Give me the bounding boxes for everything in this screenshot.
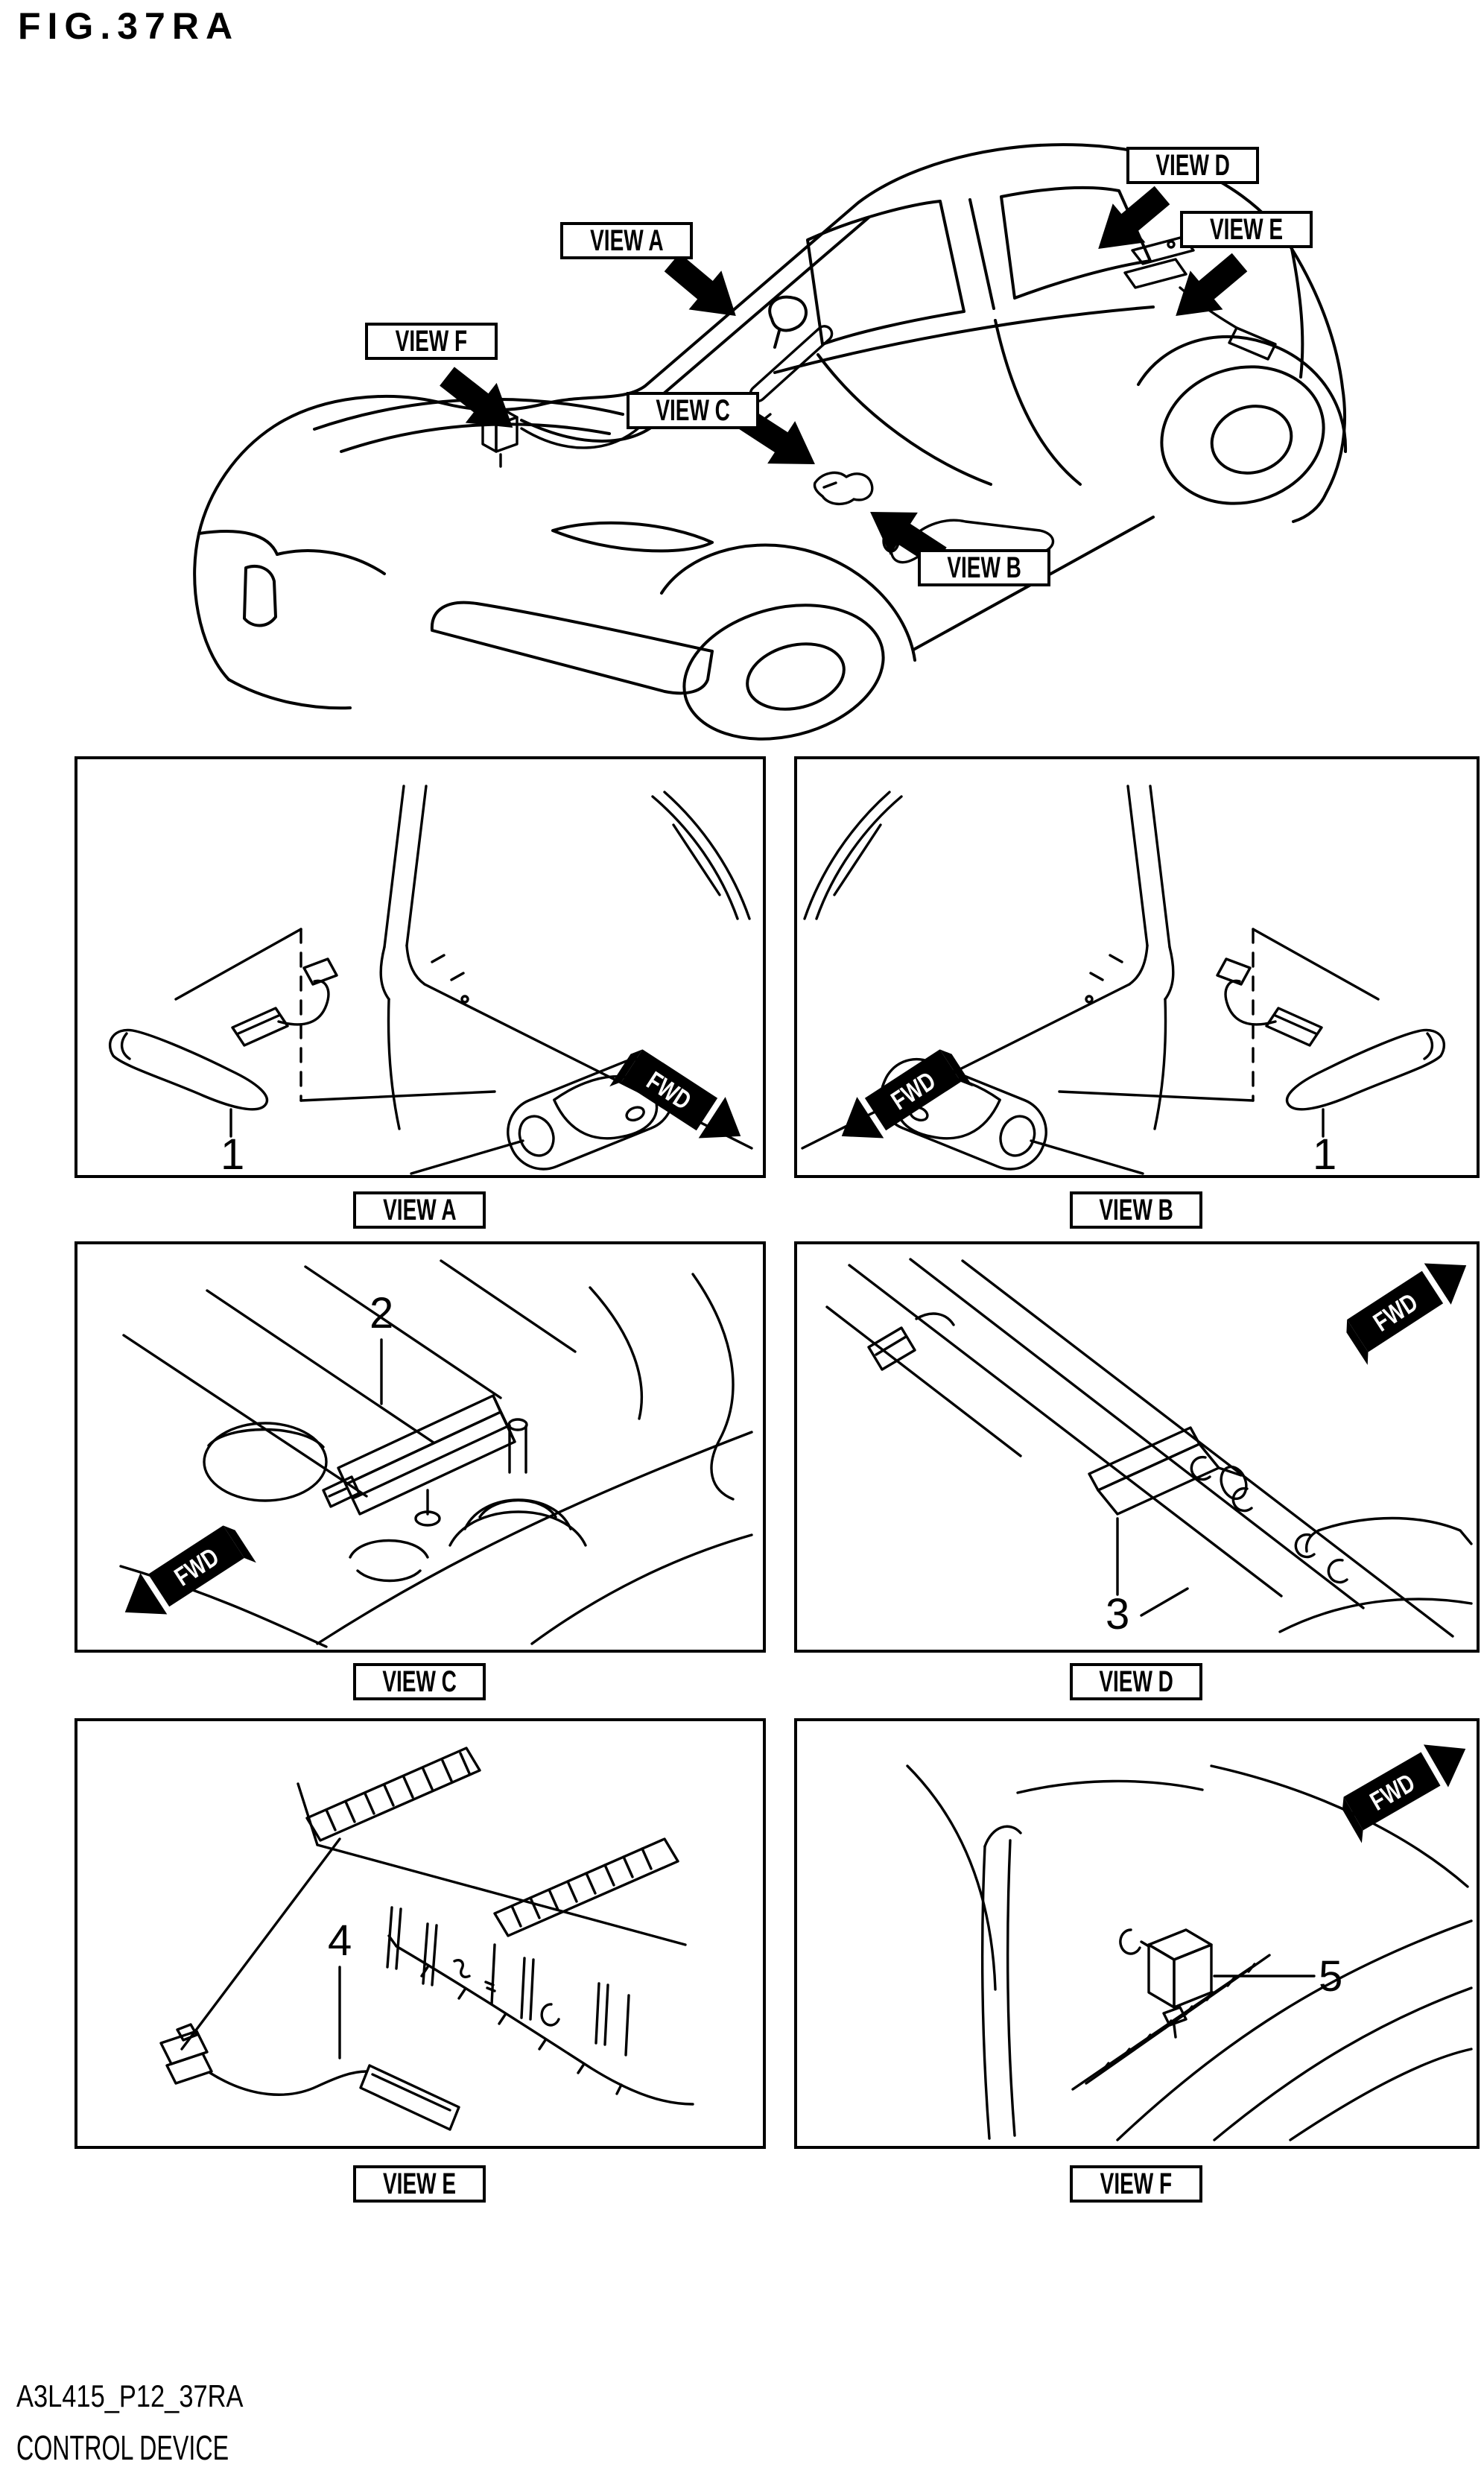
view-d-e-target-modules <box>1123 235 1277 361</box>
panel-caption-view-a-text: VIEW A <box>382 1193 457 1226</box>
view-f-arrow-icon <box>440 367 513 428</box>
view-d-arrow-icon <box>1098 186 1170 249</box>
panel-caption-view-c: VIEW C <box>353 1663 486 1700</box>
view-d-flag: VIEW D <box>1126 147 1259 184</box>
fwd-badge: FWD <box>609 1049 741 1139</box>
view-a-flag: VIEW A <box>560 222 693 259</box>
panel-caption-view-b: VIEW B <box>1070 1191 1202 1229</box>
view-d-flag-label: VIEW D <box>1155 148 1230 182</box>
view-c-flag-label: VIEW C <box>656 393 730 427</box>
part-number-1-label: 1 <box>1313 1130 1336 1179</box>
panel-d-line-art <box>825 1258 1473 1638</box>
view-c-target-clip <box>813 471 874 505</box>
fwd-badge: FWD <box>841 1049 973 1139</box>
fwd-badge: FWD <box>1342 1744 1466 1843</box>
panel-a-line-art <box>108 785 753 1175</box>
panel-f-line-art <box>906 1764 1473 2141</box>
panel-view-c: 2 FWD <box>74 1241 766 1653</box>
figure-title: FIG.37RA <box>18 5 240 47</box>
part-number-5-label: 5 <box>1319 1952 1342 2001</box>
view-a-arrow-icon <box>664 253 736 316</box>
part-number-3-label: 3 <box>1106 1590 1129 1638</box>
panel-caption-view-b-text: VIEW B <box>1099 1193 1173 1226</box>
panel-view-d: 3 FWD <box>794 1241 1480 1653</box>
panel-caption-view-f-text: VIEW F <box>1100 2167 1173 2200</box>
view-a-flag-label: VIEW A <box>589 224 664 257</box>
panel-view-a: 1 FWD <box>74 756 766 1179</box>
panel-e-line-art <box>159 1747 694 2131</box>
view-e-arrow-icon <box>1176 253 1248 316</box>
panel-caption-view-a: VIEW A <box>353 1191 486 1229</box>
view-e-flag: VIEW E <box>1180 211 1313 248</box>
panel-caption-view-d-text: VIEW D <box>1099 1665 1173 1698</box>
panel-caption-view-e-text: VIEW E <box>382 2167 457 2200</box>
panel-caption-view-f: VIEW F <box>1070 2165 1202 2203</box>
part-number-4-label: 4 <box>328 1916 352 1965</box>
view-f-flag-label: VIEW F <box>395 324 468 358</box>
drawing-code: A3L415_P12_37RA <box>16 2378 244 2413</box>
fwd-badge: FWD <box>1346 1263 1467 1365</box>
view-f-flag: VIEW F <box>365 323 498 360</box>
view-c-flag: VIEW C <box>627 392 759 429</box>
view-b-flag: VIEW B <box>918 549 1050 586</box>
car-line-art <box>193 143 1348 741</box>
panel-view-b: 1 FWD <box>794 756 1480 1179</box>
panel-view-f: 5 FWD <box>794 1718 1480 2149</box>
panel-caption-view-c-text: VIEW C <box>382 1665 457 1698</box>
panel-caption-view-d: VIEW D <box>1070 1663 1202 1700</box>
part-number-1-label: 1 <box>221 1130 244 1179</box>
car-overview-drawing <box>193 143 1348 741</box>
panel-view-e: 4 <box>74 1718 766 2149</box>
part-number-2-label: 2 <box>370 1289 393 1337</box>
figure-caption: CONTROL DEVICE <box>16 2428 229 2467</box>
panel-c-line-art <box>119 1259 753 1648</box>
fwd-badge: FWD <box>124 1525 256 1615</box>
view-b-flag-label: VIEW B <box>947 551 1021 584</box>
panel-caption-view-e: VIEW E <box>353 2165 486 2203</box>
callout-arrows <box>440 186 1248 568</box>
view-e-flag-label: VIEW E <box>1209 212 1284 246</box>
